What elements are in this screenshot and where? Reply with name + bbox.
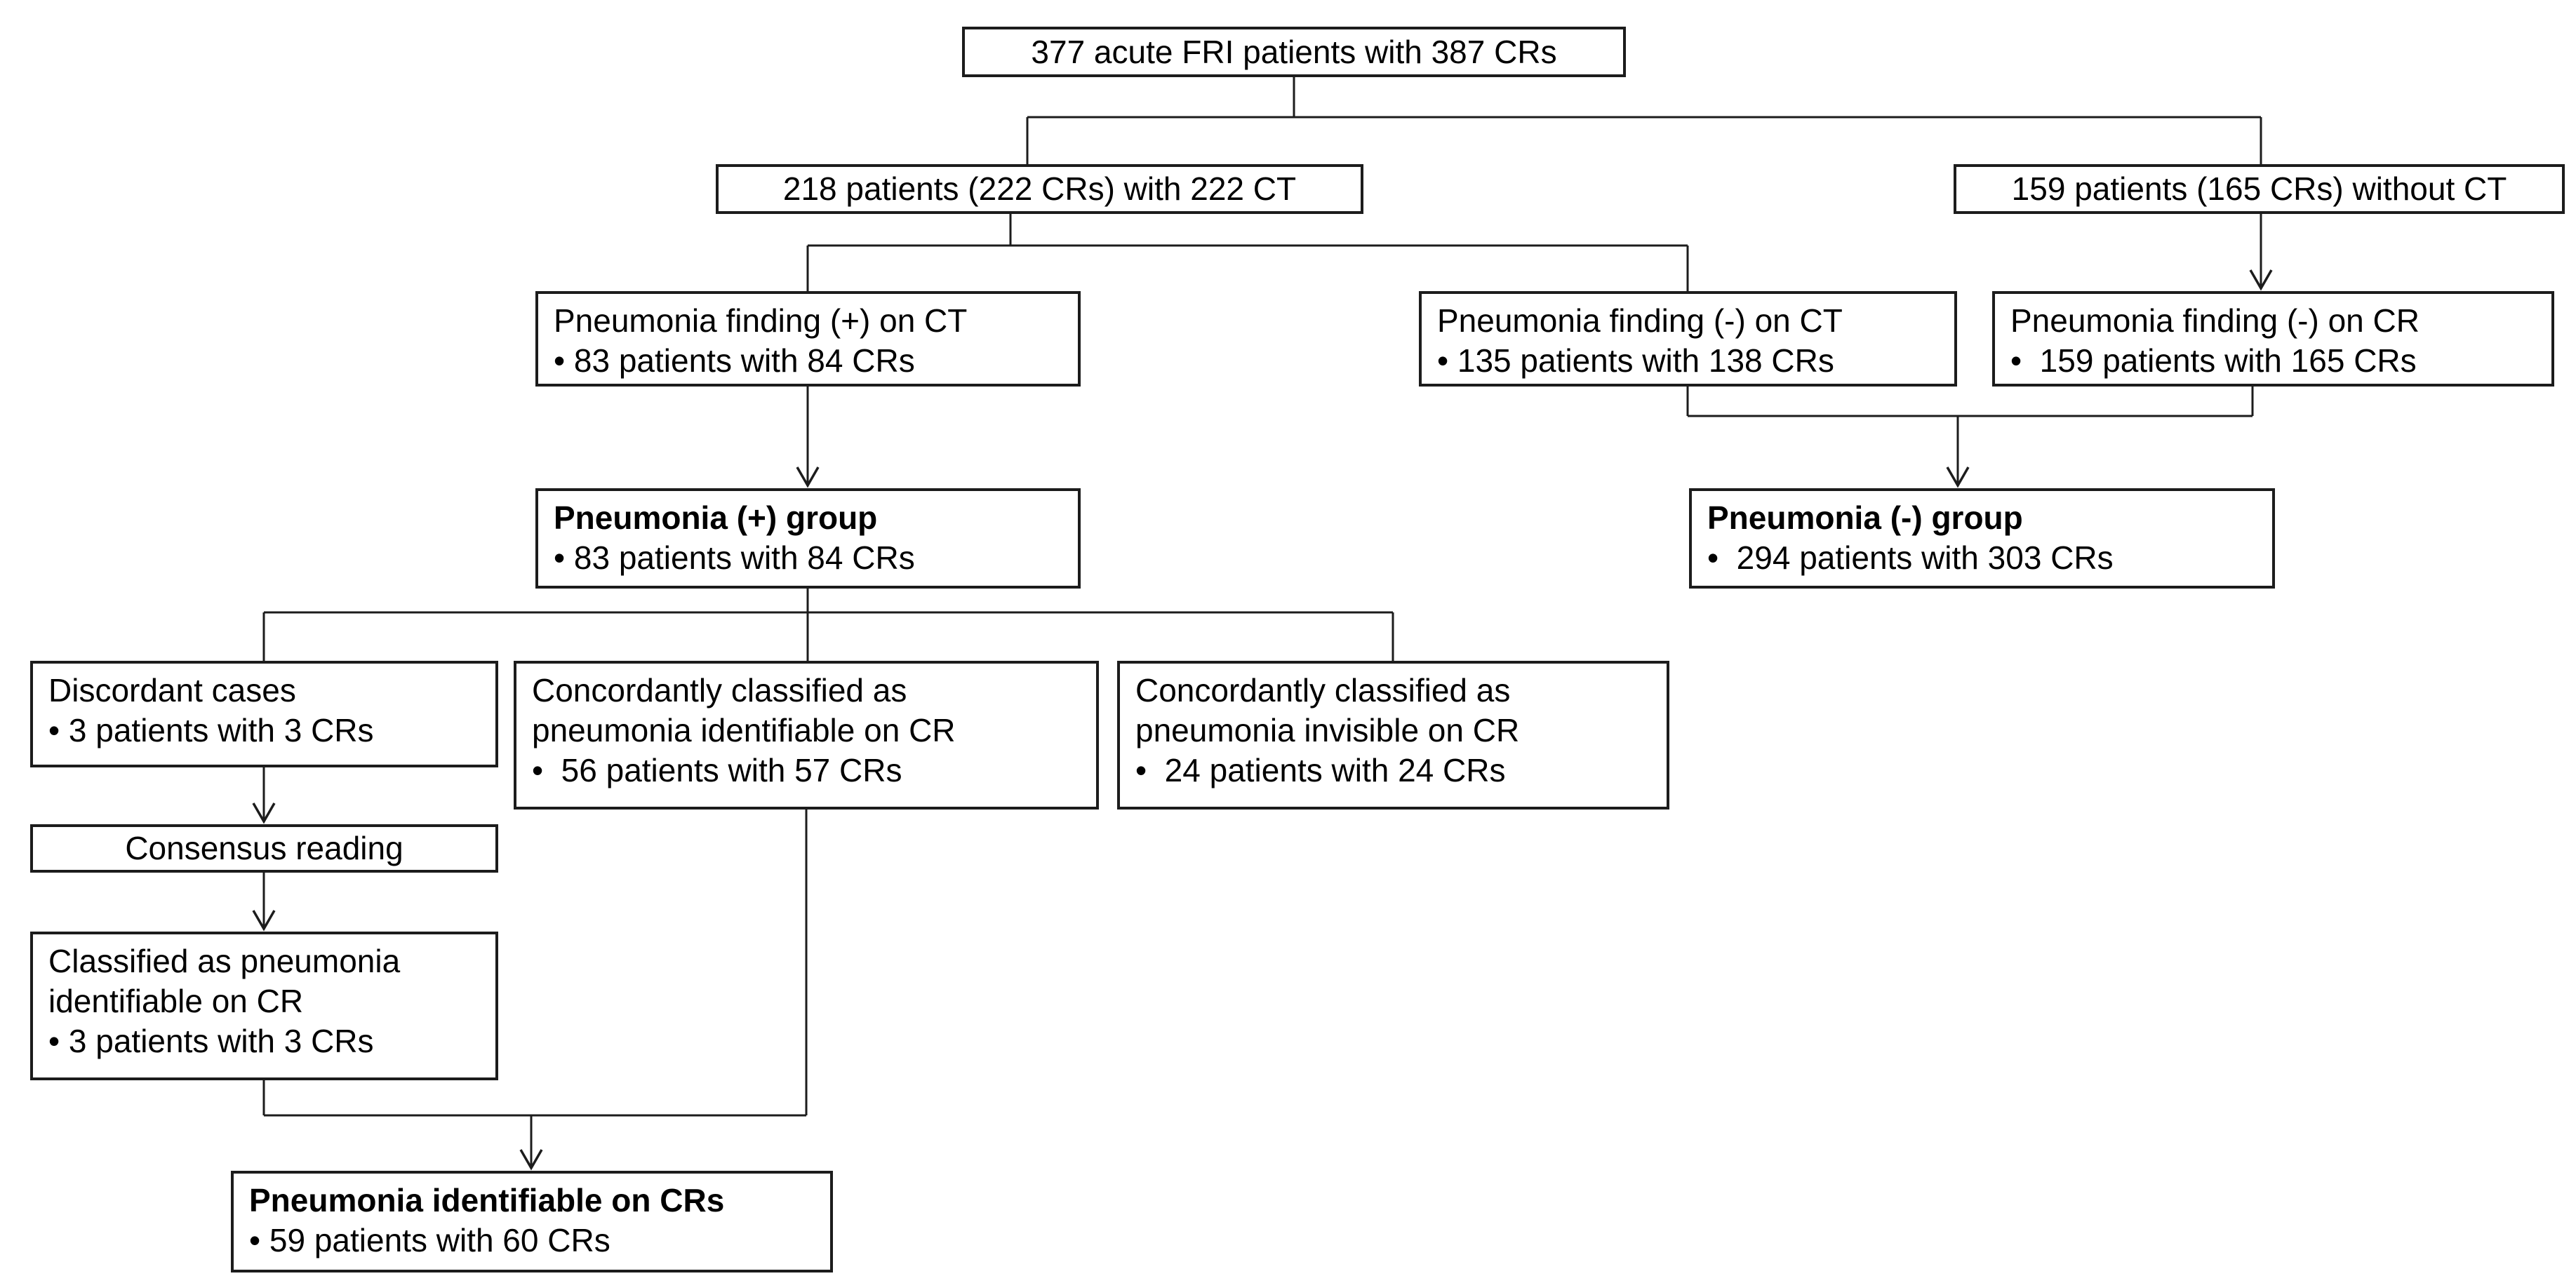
node-without-ct: 159 patients (165 CRs) without CT (1954, 164, 2565, 214)
node-classified-identifiable-count: • 3 patients with 3 CRs (48, 1023, 374, 1059)
node-concordant-invisible-count: • 24 patients with 24 CRs (1135, 752, 1506, 788)
node-ct-positive-count: • 83 patients with 84 CRs (554, 342, 915, 379)
node-discordant-cases-count: • 3 patients with 3 CRs (48, 712, 374, 748)
node-final-identifiable-count: • 59 patients with 60 CRs (249, 1222, 610, 1258)
node-classified-identifiable: Classified as pneumonia identifiable on … (30, 932, 498, 1080)
node-concordant-identifiable-title2: pneumonia identifiable on CR (532, 712, 956, 748)
node-ct-negative-title: Pneumonia finding (-) on CT (1437, 302, 1843, 339)
node-concordant-invisible-title2: pneumonia invisible on CR (1135, 712, 1520, 748)
node-pneumonia-negative-group-title: Pneumonia (-) group (1707, 499, 2023, 536)
node-pneumonia-positive-group-count: • 83 patients with 84 CRs (554, 539, 915, 576)
node-classified-identifiable-title1: Classified as pneumonia (48, 943, 401, 979)
node-without-ct-text: 159 patients (165 CRs) without CT (2011, 170, 2507, 207)
node-root-text: 377 acute FRI patients with 387 CRs (1031, 33, 1557, 70)
node-cr-negative: Pneumonia finding (-) on CR • 159 patien… (1992, 291, 2554, 387)
node-final-identifiable-title: Pneumonia identifiable on CRs (249, 1182, 725, 1218)
node-pneumonia-negative-group: Pneumonia (-) group • 294 patients with … (1689, 488, 2275, 589)
node-classified-identifiable-title2: identifiable on CR (48, 983, 304, 1019)
node-discordant-cases: Discordant cases • 3 patients with 3 CRs (30, 661, 498, 767)
node-pneumonia-positive-group: Pneumonia (+) group • 83 patients with 8… (535, 488, 1081, 589)
node-concordant-invisible-title1: Concordantly classified as (1135, 672, 1511, 708)
connector-finalmerge (262, 810, 808, 1117)
node-root: 377 acute FRI patients with 387 CRs (962, 27, 1626, 77)
node-concordant-identifiable-title1: Concordantly classified as (532, 672, 907, 708)
node-cr-negative-count: • 159 patients with 165 CRs (2010, 342, 2417, 379)
connector-posgroup-branch (262, 589, 1394, 661)
connector-root-branch (1026, 77, 2262, 164)
node-ct-negative-count: • 135 patients with 138 CRs (1437, 342, 1834, 379)
node-ct-negative: Pneumonia finding (-) on CT • 135 patien… (1419, 291, 1957, 387)
node-consensus-reading-text: Consensus reading (125, 830, 403, 866)
node-cr-negative-title: Pneumonia finding (-) on CR (2010, 302, 2420, 339)
node-ct-positive: Pneumonia finding (+) on CT • 83 patient… (535, 291, 1081, 387)
node-final-identifiable: Pneumonia identifiable on CRs • 59 patie… (231, 1171, 833, 1272)
connector-withct-branch (806, 214, 1689, 291)
node-concordant-identifiable-count: • 56 patients with 57 CRs (532, 752, 902, 788)
node-consensus-reading: Consensus reading (30, 824, 498, 873)
connector-negmerge (1686, 387, 2254, 417)
node-discordant-cases-title: Discordant cases (48, 672, 296, 708)
node-with-ct-text: 218 patients (222 CRs) with 222 CT (782, 170, 1297, 207)
node-concordant-identifiable: Concordantly classified as pneumonia ide… (514, 661, 1099, 810)
node-with-ct: 218 patients (222 CRs) with 222 CT (716, 164, 1363, 214)
node-ct-positive-title: Pneumonia finding (+) on CT (554, 302, 968, 339)
node-pneumonia-negative-group-count: • 294 patients with 303 CRs (1707, 539, 2114, 576)
node-concordant-invisible: Concordantly classified as pneumonia inv… (1117, 661, 1669, 810)
node-pneumonia-positive-group-title: Pneumonia (+) group (554, 499, 878, 536)
